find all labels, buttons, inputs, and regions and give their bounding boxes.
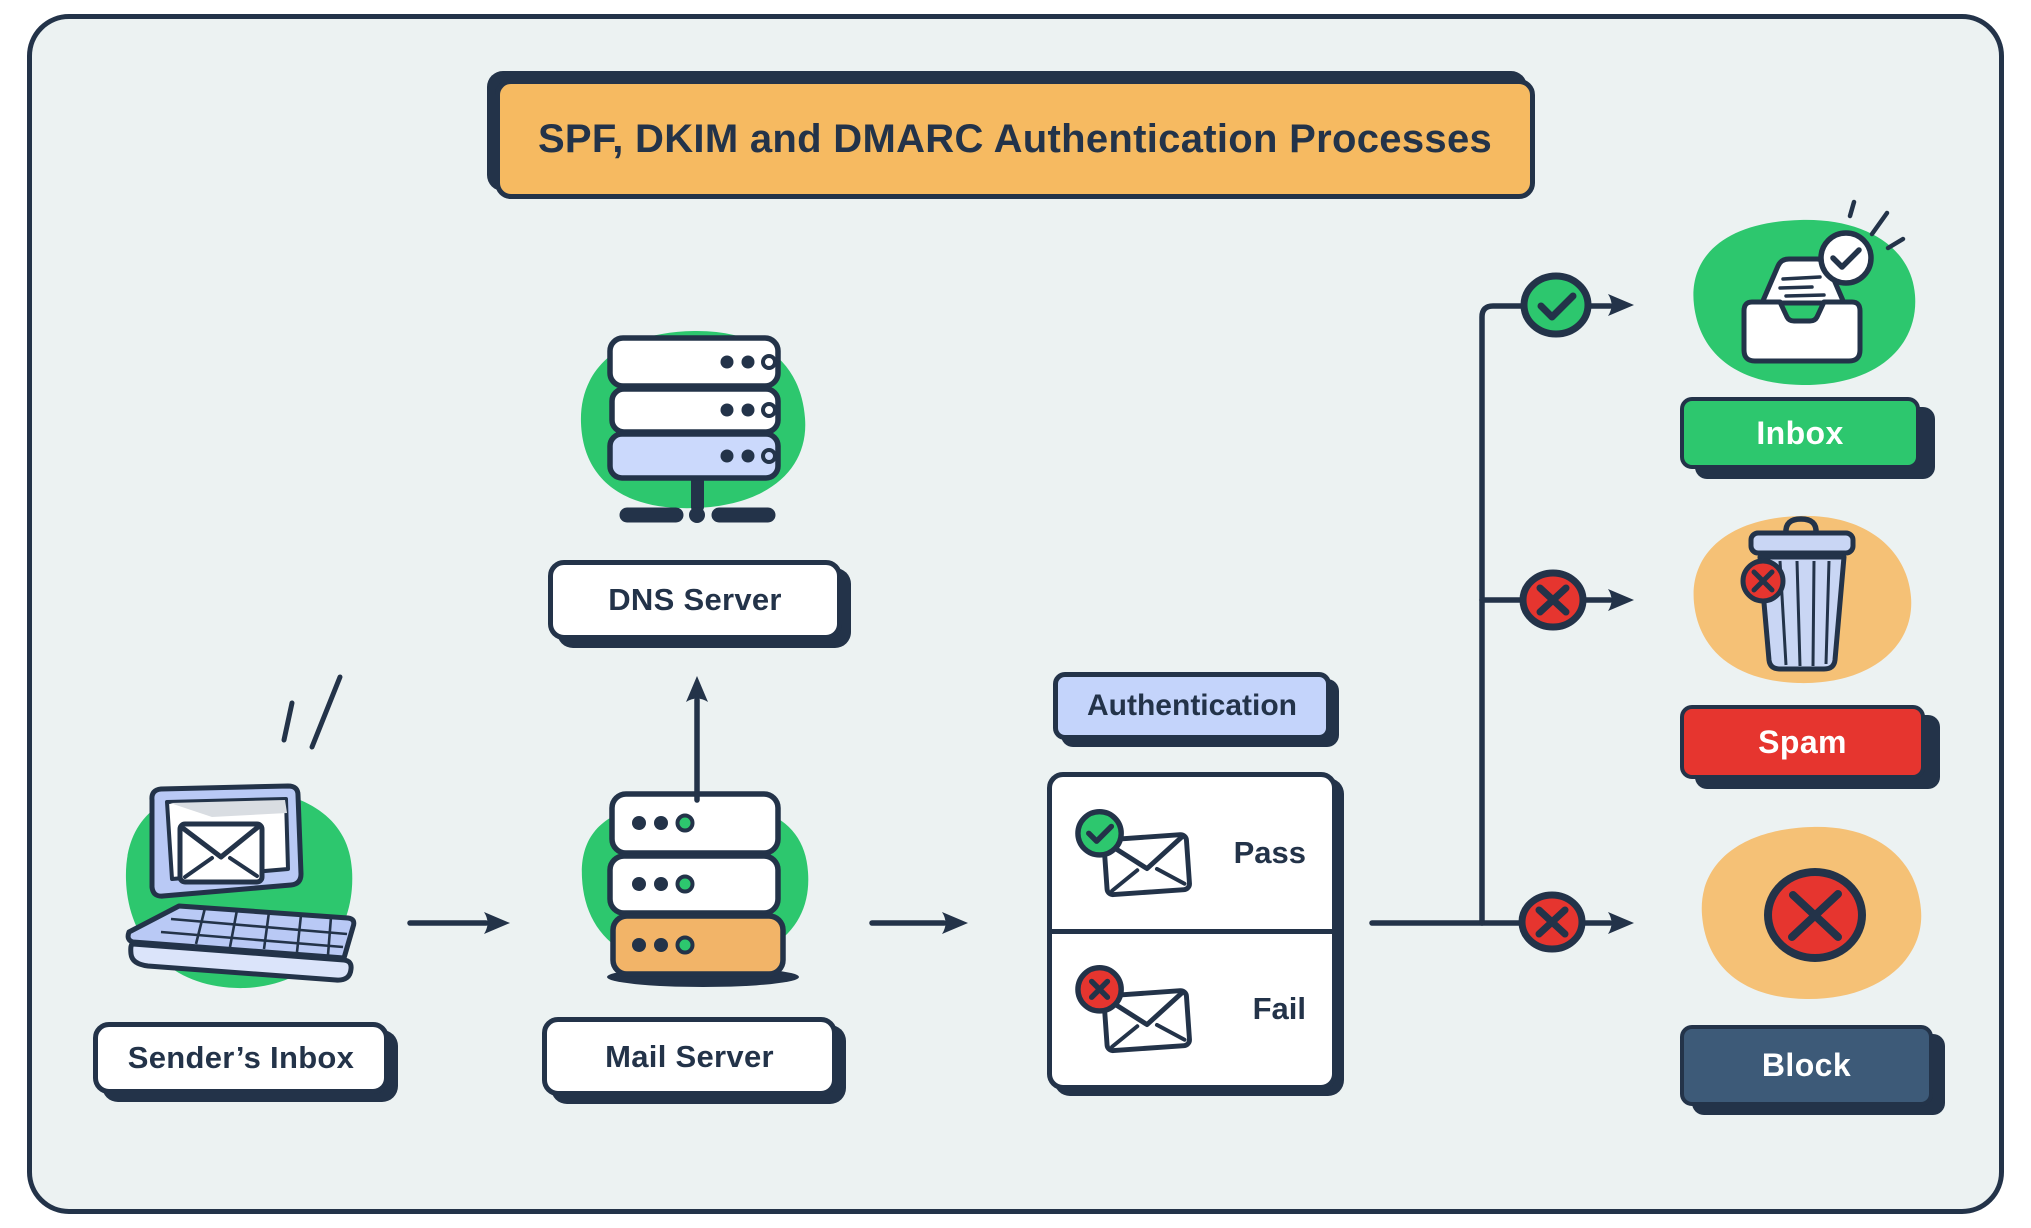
auth-result-pass: Pass <box>1052 777 1332 934</box>
outcome-block-badge: Block <box>1680 1025 1933 1106</box>
mail-server-label: Mail Server <box>542 1017 837 1096</box>
authentication-results-box: Pass Fail <box>1047 772 1337 1090</box>
pass-envelope-icon <box>1075 808 1192 897</box>
diagram-frame <box>27 14 2004 1214</box>
title-banner: SPF, DKIM and DMARC Authentication Proce… <box>495 79 1535 199</box>
page-title: SPF, DKIM and DMARC Authentication Proce… <box>537 116 1493 161</box>
fail-envelope-icon <box>1075 965 1192 1054</box>
outcome-spam-badge: Spam <box>1680 705 1925 779</box>
auth-result-fail: Fail <box>1052 934 1332 1086</box>
sender-inbox-label: Sender’s Inbox <box>93 1022 389 1094</box>
dns-server-label: DNS Server <box>548 560 842 640</box>
outcome-inbox-badge: Inbox <box>1680 397 1920 469</box>
authentication-label: Authentication <box>1053 672 1331 740</box>
